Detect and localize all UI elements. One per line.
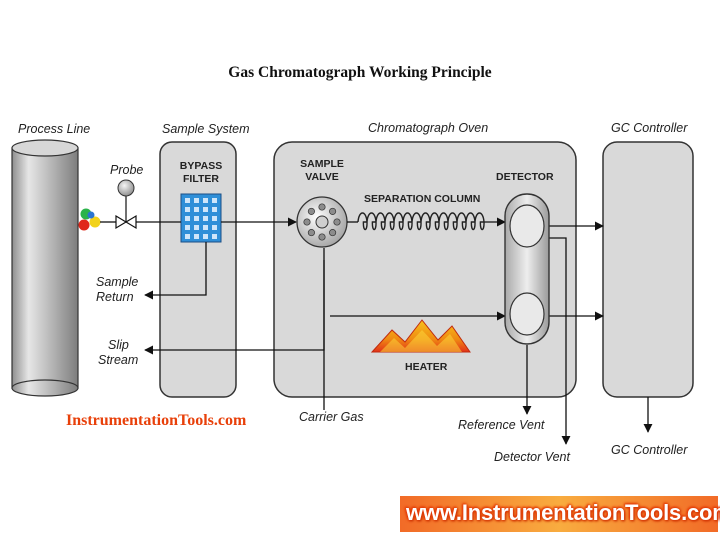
label-slip-stream-1: Slip: [108, 338, 129, 352]
valve-port: [307, 229, 315, 237]
filter-cell: [185, 198, 190, 203]
label-bypass-filter-1: BYPASS: [179, 160, 223, 172]
valve-port: [303, 218, 311, 226]
filter-cell: [185, 234, 190, 239]
label-gc-controller-top: GC Controller: [611, 121, 688, 135]
heater-flame-icon: [370, 319, 471, 353]
label-detector-vent: Detector Vent: [494, 450, 570, 464]
filter-cell: [194, 216, 199, 221]
filter-cell: [185, 216, 190, 221]
label-process-line: Process Line: [18, 122, 91, 136]
chromatograph-oven-box: [273, 141, 577, 398]
filter-cell: [194, 225, 199, 230]
process-line-pipe: [11, 139, 79, 397]
filter-cell: [212, 225, 217, 230]
valve-port: [318, 233, 326, 241]
filter-cell: [203, 234, 208, 239]
filter-cell: [194, 207, 199, 212]
label-sample-system: Sample System: [162, 122, 250, 136]
filter-grid: [185, 198, 217, 239]
detector-icon: [504, 193, 550, 345]
watermark-banner: [400, 496, 718, 532]
sample-molecules-icon: [78, 208, 101, 231]
line-valve-icon: [115, 212, 137, 230]
filter-cell: [203, 225, 208, 230]
filter-cell: [194, 198, 199, 203]
filter-cell: [203, 216, 208, 221]
label-sample-return-2: Return: [96, 290, 134, 304]
label-chromatograph-oven: Chromatograph Oven: [368, 121, 489, 135]
probe-icon: [117, 179, 135, 212]
label-probe: Probe: [110, 163, 144, 177]
filter-cell: [185, 225, 190, 230]
filter-cell: [203, 198, 208, 203]
filter-cell: [194, 234, 199, 239]
filter-cell: [185, 207, 190, 212]
valve-port: [318, 203, 326, 211]
label-reference-vent: Reference Vent: [458, 418, 545, 432]
brand-watermark: InstrumentationTools.com: [66, 412, 247, 429]
valve-ports: [303, 203, 341, 241]
label-separation-column: SEPARATION COLUMN: [364, 193, 481, 205]
label-sample-return-1: Sample: [96, 275, 139, 289]
flow-lines: [100, 217, 653, 445]
label-sample-valve-1: SAMPLE: [300, 158, 344, 170]
filter-cell: [212, 234, 217, 239]
valve-port: [329, 207, 337, 215]
valve-port: [329, 229, 337, 237]
valve-port: [333, 218, 341, 226]
label-gc-controller-bottom: GC Controller: [611, 443, 688, 457]
valve-port: [307, 207, 315, 215]
label-slip-stream-2: Stream: [98, 353, 139, 367]
label-heater: HEATER: [405, 361, 448, 373]
label-detector: DETECTOR: [496, 171, 554, 183]
filter-cell: [203, 207, 208, 212]
separation-column-coil: [357, 212, 485, 231]
filter-cell: [212, 216, 217, 221]
label-bypass-filter-2: FILTER: [183, 173, 219, 185]
page-title: Gas Chromatograph Working Principle: [228, 64, 492, 81]
label-sample-valve-2: VALVE: [305, 171, 339, 183]
gc-controller-box: [602, 141, 694, 398]
filter-cell: [212, 207, 217, 212]
label-carrier-gas: Carrier Gas: [299, 410, 364, 424]
url-watermark: www.InstrumentationTools.com: [406, 500, 720, 525]
filter-cell: [212, 198, 217, 203]
